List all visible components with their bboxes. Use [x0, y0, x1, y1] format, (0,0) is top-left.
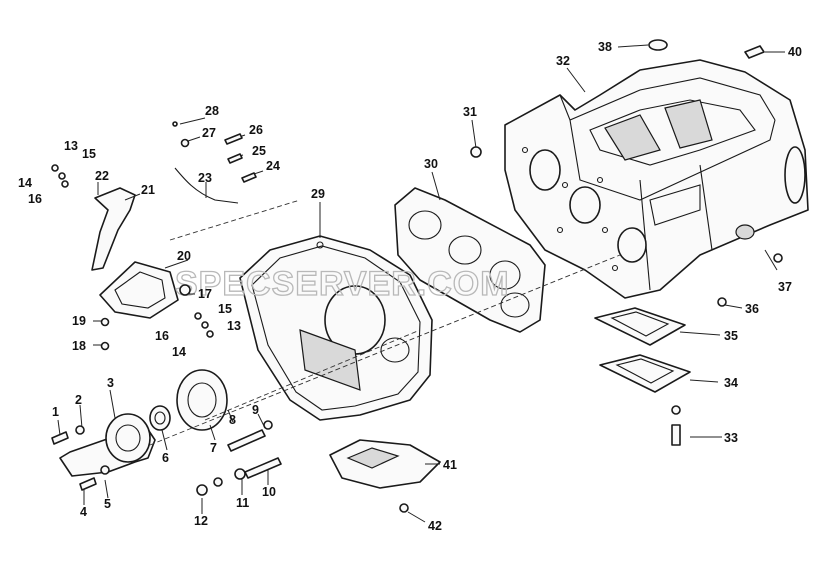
callout-16-top: 16 — [28, 192, 42, 206]
callout-13-top: 13 — [64, 139, 78, 153]
callout-9: 9 — [252, 403, 259, 417]
fasteners — [51, 121, 783, 513]
callout-32: 32 — [556, 54, 570, 68]
callout-27: 27 — [202, 126, 216, 140]
callout-22: 22 — [95, 169, 109, 183]
callout-5: 5 — [104, 497, 111, 511]
callout-18: 18 — [72, 339, 86, 353]
callout-12: 12 — [194, 514, 208, 528]
callout-40: 40 — [788, 45, 802, 59]
gasket-35 — [594, 307, 686, 346]
release-shaft-cover — [99, 261, 179, 319]
bell-housing — [239, 235, 433, 421]
callout-19: 19 — [72, 314, 86, 328]
callout-13-mid: 13 — [227, 319, 241, 333]
callout-16-mid: 16 — [155, 329, 169, 343]
release-fork — [91, 187, 136, 271]
gasket-30 — [394, 187, 546, 333]
callout-15-mid: 15 — [218, 302, 232, 316]
callout-10: 10 — [262, 485, 276, 499]
leader-lines — [57, 44, 785, 523]
gasket-34 — [599, 354, 691, 393]
callout-29: 29 — [311, 187, 325, 201]
callout-31: 31 — [463, 105, 477, 119]
pipe-23 — [174, 167, 239, 204]
callout-28: 28 — [205, 104, 219, 118]
callout-34: 34 — [724, 376, 738, 390]
callout-20: 20 — [177, 249, 191, 263]
assembly-axis-2 — [204, 329, 421, 421]
seal-6 — [149, 405, 171, 431]
callout-labels: 1 2 3 4 5 6 7 8 9 10 11 12 13 14 15 16 1… — [18, 40, 802, 533]
assembly-axis-1 — [149, 254, 621, 446]
callout-42: 42 — [428, 519, 442, 533]
gearbox-housing — [504, 39, 809, 299]
watermark: SPECSERVER.COM — [175, 265, 510, 303]
callout-38: 38 — [598, 40, 612, 54]
assembly-axis-3 — [169, 199, 301, 241]
callout-37: 37 — [778, 280, 792, 294]
callout-7: 7 — [210, 441, 217, 455]
callout-3: 3 — [107, 376, 114, 390]
callout-33: 33 — [724, 431, 738, 445]
callout-2: 2 — [75, 393, 82, 407]
callout-11: 11 — [236, 496, 249, 510]
callout-23: 23 — [198, 171, 212, 185]
callout-41: 41 — [443, 458, 457, 472]
callout-25: 25 — [252, 144, 266, 158]
callout-30: 30 — [424, 157, 438, 171]
callout-21: 21 — [141, 183, 155, 197]
callout-17: 17 — [198, 287, 212, 301]
callout-24: 24 — [266, 159, 280, 173]
callout-14-mid: 14 — [172, 345, 186, 359]
callout-26: 26 — [249, 123, 263, 137]
callout-6: 6 — [162, 451, 169, 465]
gasket-7 — [176, 369, 228, 431]
callout-8: 8 — [229, 413, 236, 427]
callout-14-top: 14 — [18, 176, 32, 190]
bearing-cover-3 — [59, 413, 156, 477]
callout-15-top: 15 — [82, 147, 96, 161]
callout-35: 35 — [724, 329, 738, 343]
inspection-cover — [329, 439, 441, 489]
callout-36: 36 — [745, 302, 759, 316]
callout-1: 1 — [52, 405, 59, 419]
callout-4: 4 — [80, 505, 87, 519]
